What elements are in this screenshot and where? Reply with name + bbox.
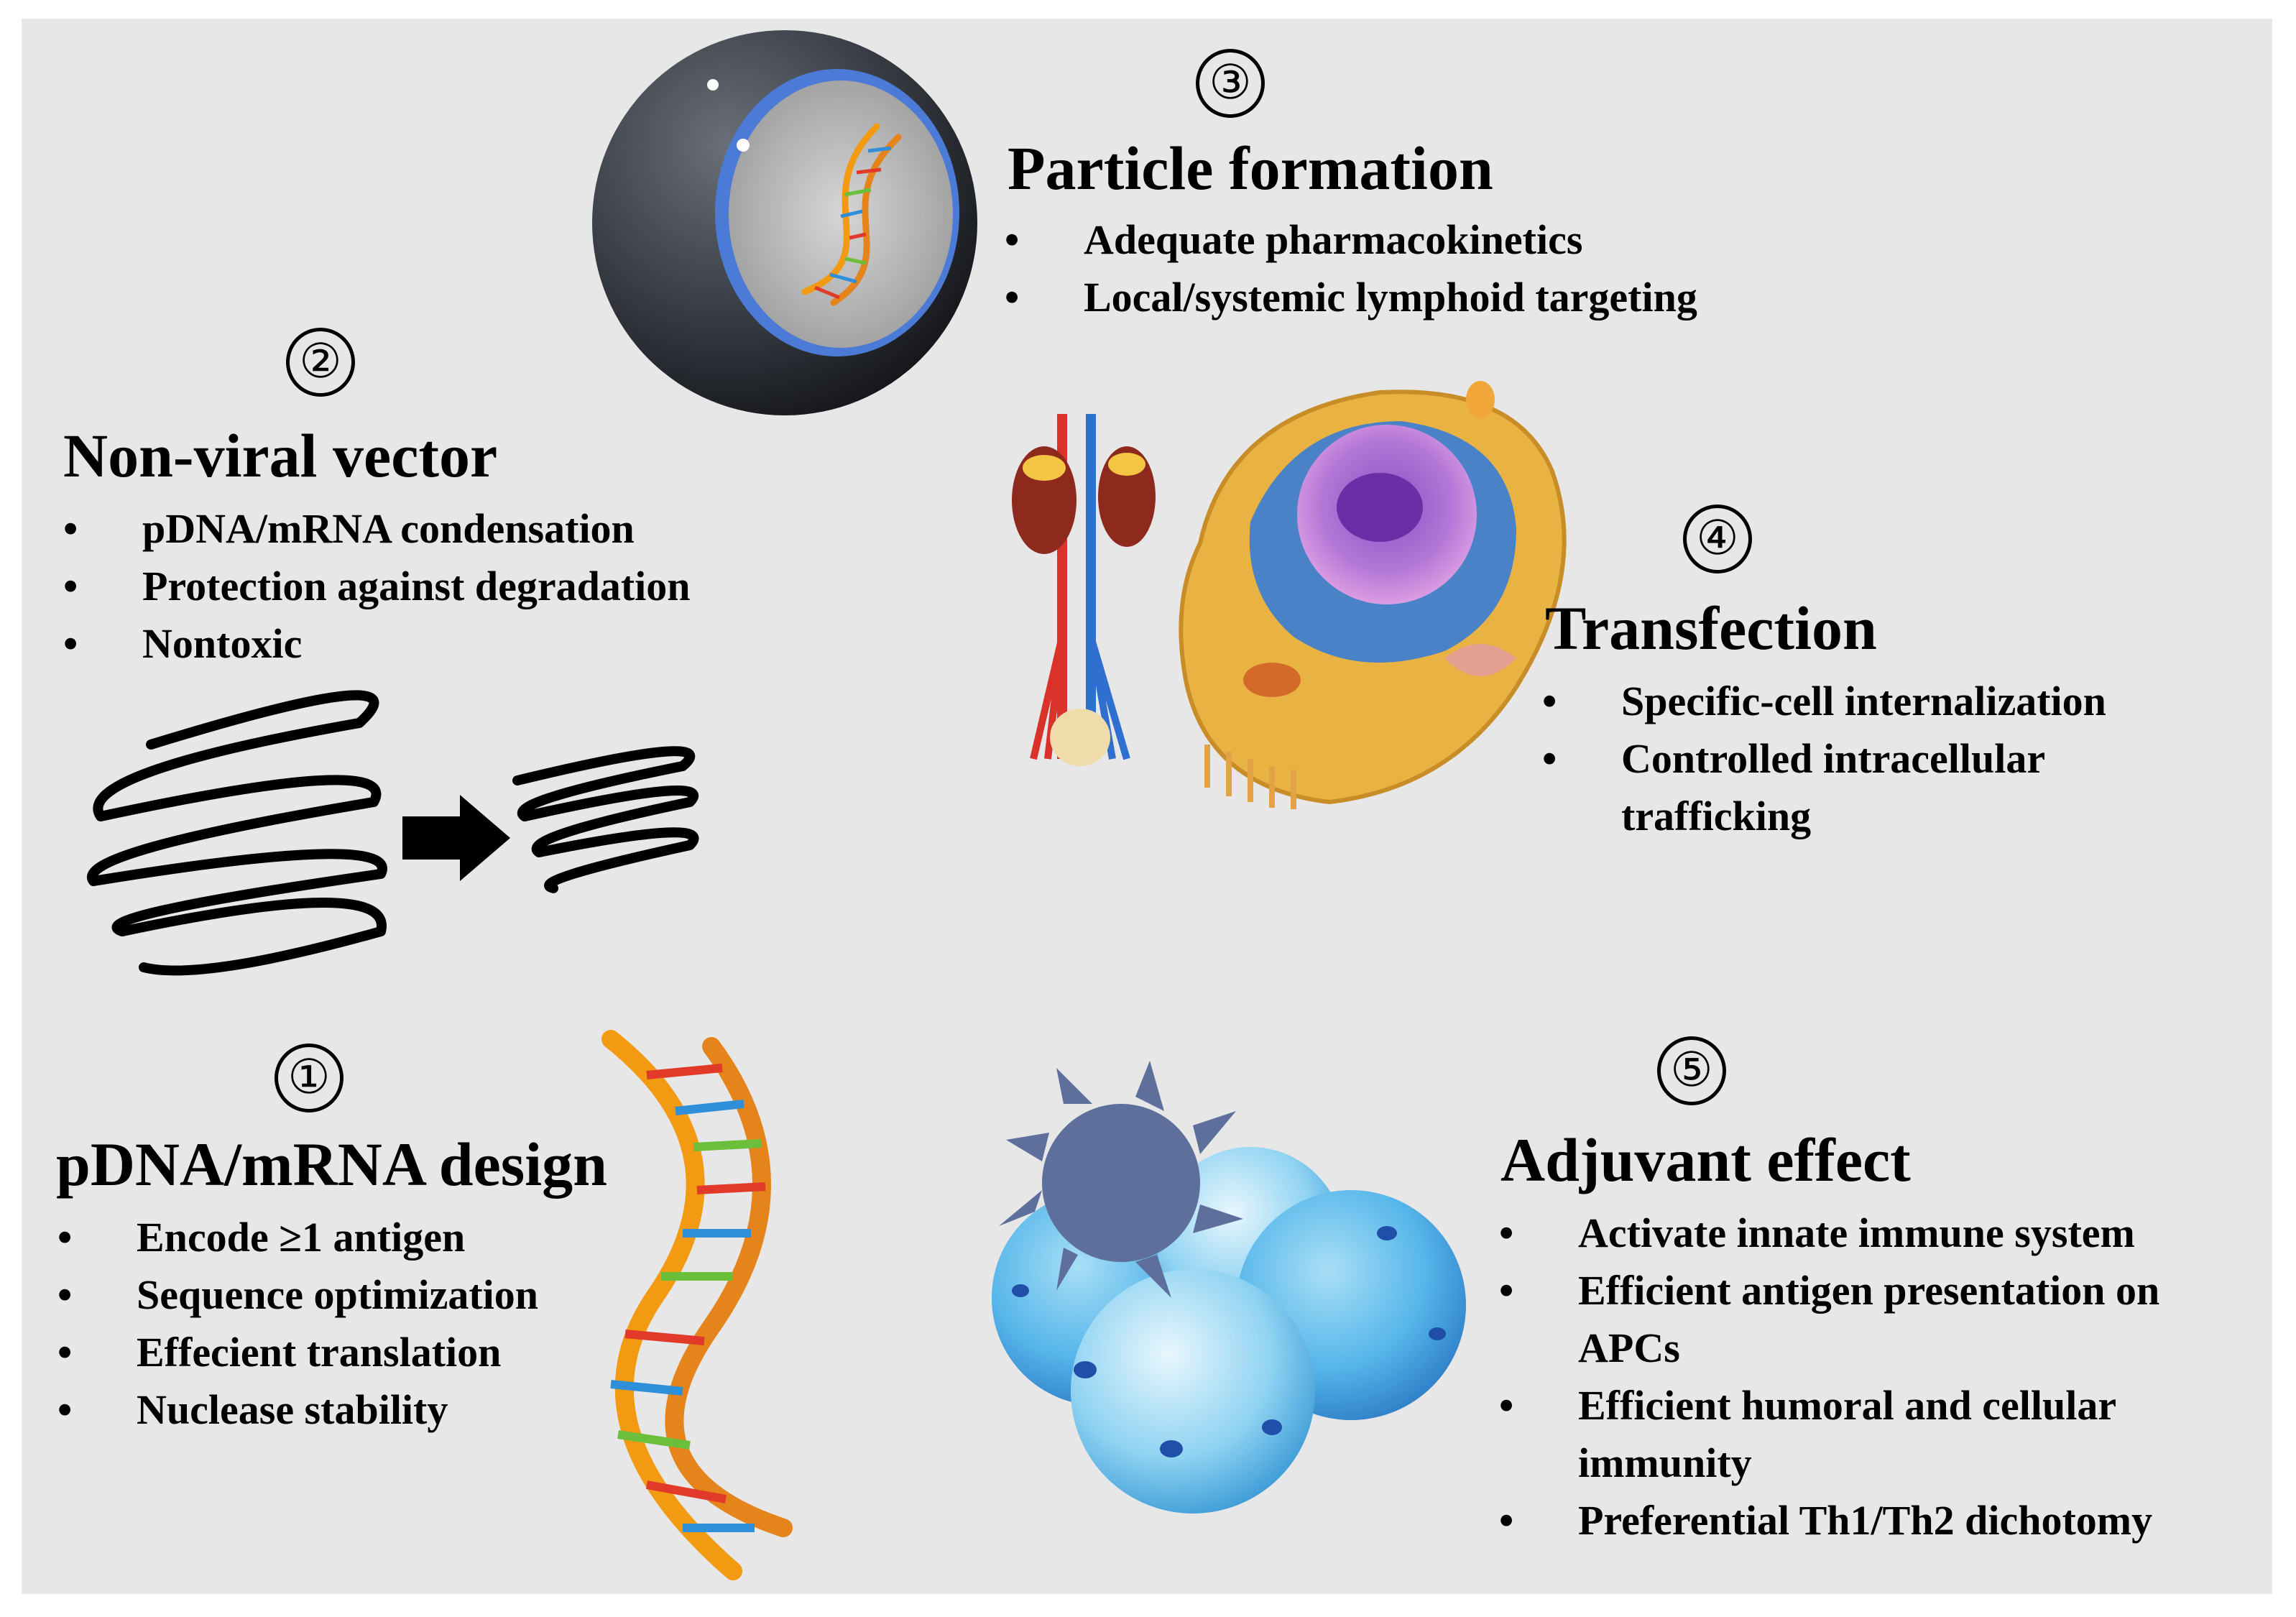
step-1-heading: pDNA/mRNA design bbox=[56, 1130, 607, 1199]
list-item: •Local/systemic lymphoid targeting bbox=[1005, 274, 1697, 321]
step-2-number: ② bbox=[286, 328, 355, 397]
step-4-heading: Transfection bbox=[1545, 594, 1877, 663]
list-item: •Nontoxic bbox=[63, 620, 303, 667]
step-3-list: •Adequate pharmacokinetics •Local/system… bbox=[1005, 211, 1697, 326]
step-5-list: •Activate innate immune system •Efficien… bbox=[1499, 1204, 2160, 1549]
nanoparticle-illustration bbox=[592, 30, 977, 415]
step-4-number: ④ bbox=[1683, 505, 1752, 573]
dendritic-cell-icon bbox=[999, 1061, 1243, 1298]
list-item: •Sequence optimization bbox=[57, 1271, 539, 1318]
list-item: •Adequate pharmacokinetics bbox=[1005, 216, 1583, 263]
step-4-list: •Specific-cell internalization •Controll… bbox=[1542, 673, 2106, 845]
step-5-heading: Adjuvant effect bbox=[1500, 1125, 1911, 1194]
list-item: •Encode ≥1 antigen bbox=[57, 1214, 466, 1261]
list-item: •Activate innate immune system bbox=[1499, 1210, 2135, 1256]
step-2-list: •pDNA/mRNA condensation •Protection agai… bbox=[63, 500, 691, 673]
step-2-heading: Non-viral vector bbox=[63, 421, 498, 490]
list-item: •Protection against degradation bbox=[63, 563, 691, 609]
condensation-illustration bbox=[87, 690, 699, 976]
step-3-heading: Particle formation bbox=[1008, 134, 1493, 203]
step-1-list: •Encode ≥1 antigen •Sequence optimizatio… bbox=[57, 1209, 539, 1439]
step-3-number: ③ bbox=[1196, 49, 1265, 118]
arrow-icon bbox=[402, 795, 510, 881]
cell-illustration bbox=[1179, 381, 1567, 809]
list-item: •Effecient translation bbox=[57, 1329, 502, 1376]
kidney-urinary-illustration bbox=[1012, 414, 1156, 766]
condensed-coil-icon bbox=[512, 746, 699, 893]
figure-panel: ③ Particle formation •Adequate pharmacok… bbox=[22, 19, 2272, 1594]
list-item: •Nuclease stability bbox=[57, 1386, 448, 1433]
step-5-number: ⑤ bbox=[1657, 1036, 1726, 1105]
list-item: •Specific-cell internalization bbox=[1542, 678, 2106, 724]
list-item: •pDNA/mRNA condensation bbox=[63, 505, 635, 552]
immune-cells-illustration bbox=[992, 1061, 1466, 1514]
dna-helix-illustration bbox=[601, 1030, 793, 1580]
loose-coil-icon bbox=[87, 690, 387, 976]
list-item: •Preferential Th1/Th2 dichotomy bbox=[1499, 1497, 2153, 1544]
step-1-number: ① bbox=[275, 1044, 344, 1112]
